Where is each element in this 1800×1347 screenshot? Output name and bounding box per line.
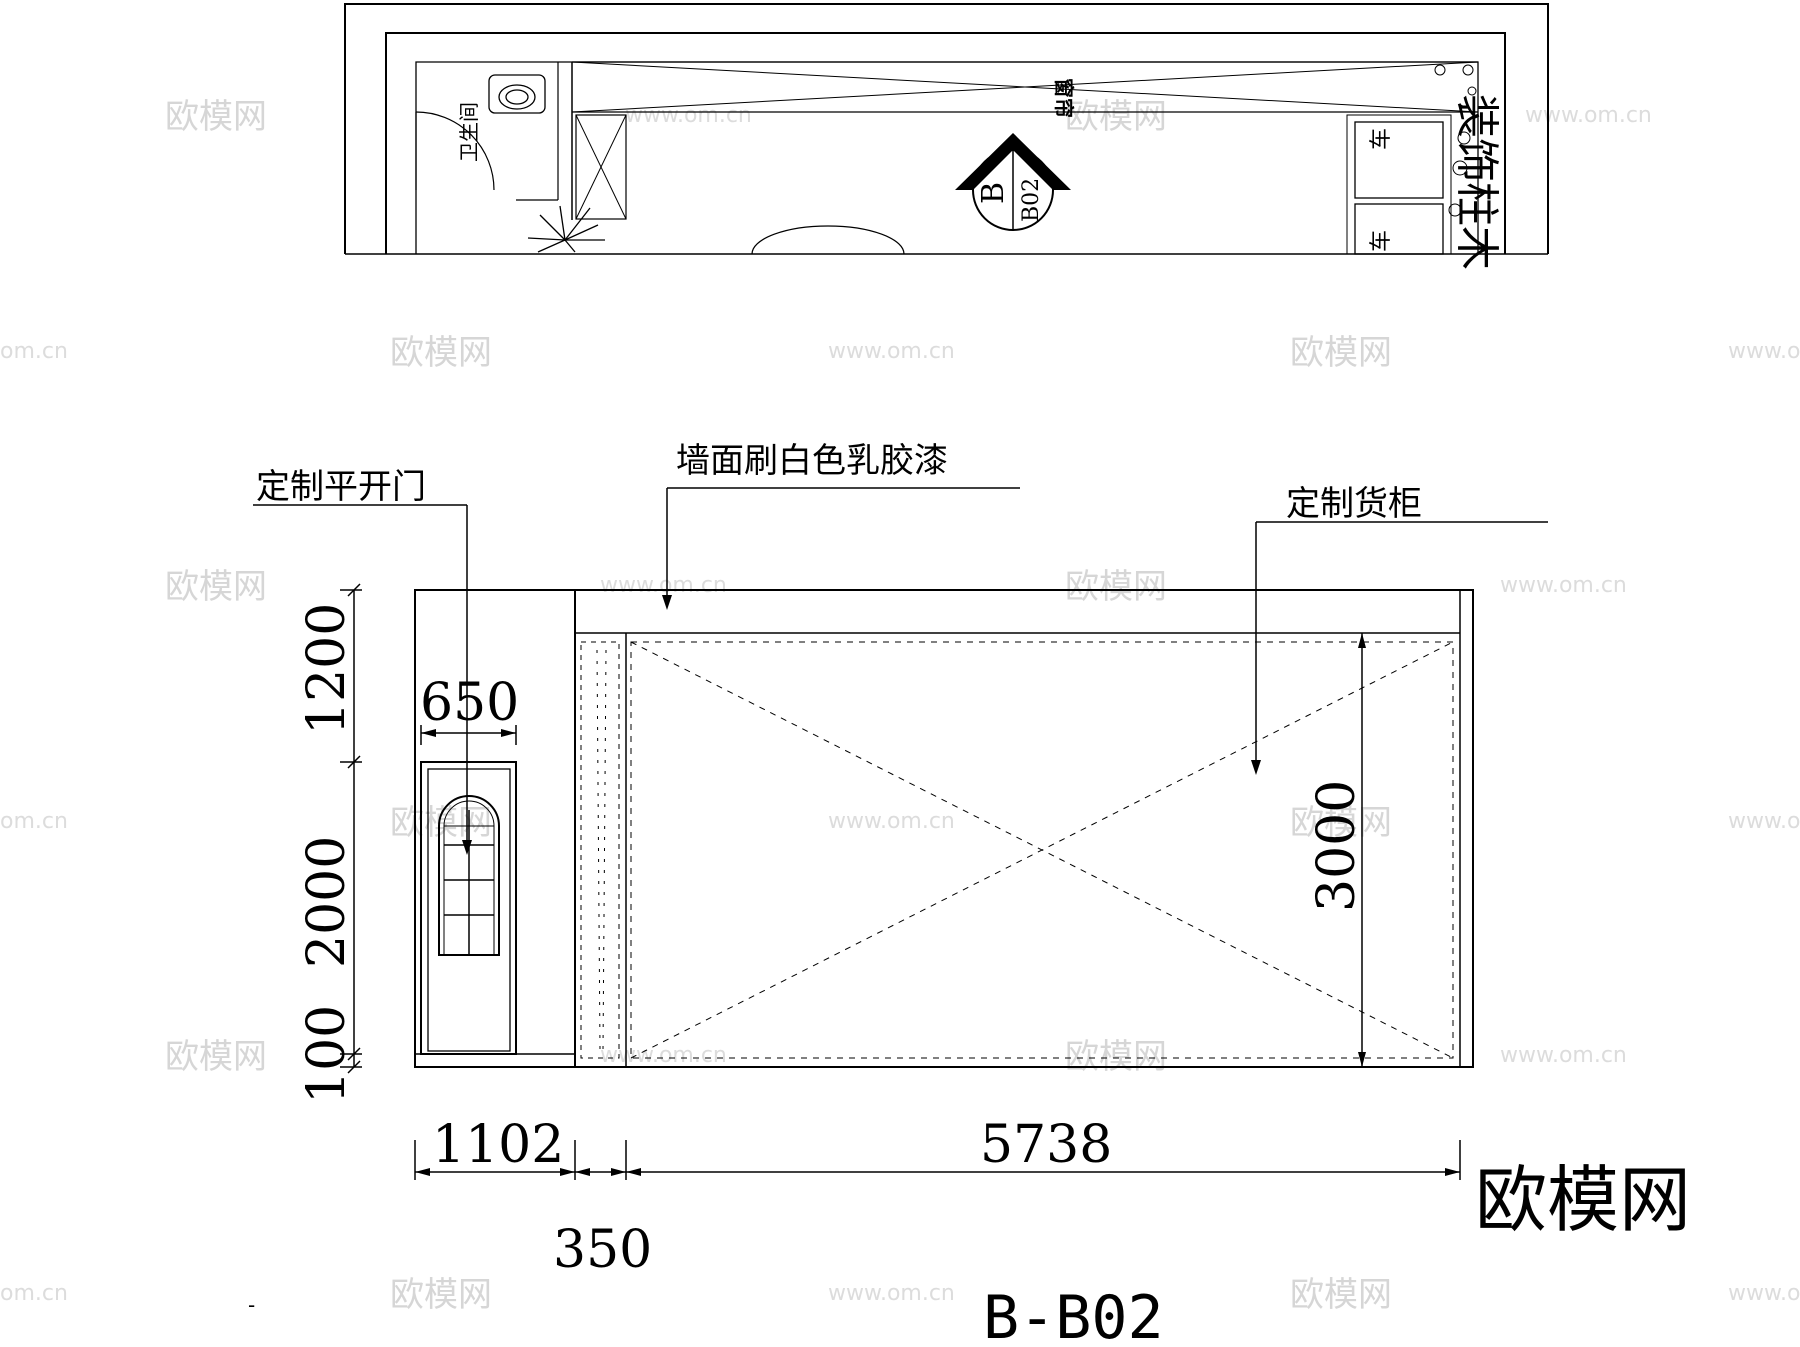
watermark-brand: 欧模网 <box>1290 1275 1392 1315</box>
strip-panel <box>580 641 620 1059</box>
watermark-brand: 欧模网 <box>1065 97 1167 137</box>
decor-dot <box>1467 86 1477 96</box>
plan-inner-wall <box>385 32 1506 254</box>
car-cabinet-frame <box>1346 114 1452 255</box>
decor-dot <box>1452 160 1468 176</box>
dimension-horizontal <box>414 1140 1461 1180</box>
plan-column <box>575 114 627 220</box>
watermark-brand: 欧模网 <box>1290 333 1392 373</box>
decor-dot <box>1434 64 1446 76</box>
dim-arrow-icon <box>575 1168 590 1176</box>
dim-arrow-icon <box>560 1168 575 1176</box>
watermark-brand: 欧模网 <box>1065 1037 1167 1077</box>
leader-arrow-icon <box>1251 760 1261 775</box>
curtain-label: 窗帘 <box>1052 78 1076 118</box>
plan-interior-line <box>415 61 1479 254</box>
dimension-door-width <box>420 725 517 745</box>
corner-watermark: 欧模网 <box>1475 1158 1691 1242</box>
watermark-url: om.cn <box>0 1281 68 1306</box>
watermark-layer: 欧模网 www.om.cn 欧模网 www.om.cn om.cn 欧模网 ww… <box>0 97 1800 1315</box>
callout-wall-paint: 墙面刷白色乳胶漆 <box>676 441 948 481</box>
dim-arrow-icon <box>1358 1052 1366 1067</box>
watermark-brand: 欧模网 <box>165 1037 267 1077</box>
car-cabinet-1 <box>1354 121 1444 199</box>
dim-arrow-icon <box>501 729 516 737</box>
dim-label-5738: 5738 <box>980 1115 1112 1175</box>
watermark-url: www.om.cn <box>1500 1043 1627 1068</box>
dim-label-1200: 1200 <box>297 603 357 735</box>
elevation-view <box>253 487 1548 1180</box>
watermark-brand: 欧模网 <box>165 97 267 137</box>
callout-door: 定制平开门 <box>256 467 426 507</box>
plan-outer-wall <box>344 3 1549 254</box>
watermark-url: www.om.cn <box>1728 1281 1800 1306</box>
watermark-url: om.cn <box>0 339 68 364</box>
dim-label-1102: 1102 <box>432 1115 564 1175</box>
watermark-url: om.cn <box>0 809 68 834</box>
plant-icon <box>527 205 605 253</box>
custom-cabinet <box>630 641 1454 1059</box>
tick-mark: - <box>248 1293 255 1317</box>
custom-door <box>420 761 517 1055</box>
watermark-url: www.om.cn <box>828 809 955 834</box>
watermark-url: www.om.cn <box>828 1281 955 1306</box>
dim-arrow-icon <box>1445 1168 1460 1176</box>
room-label-bathroom: 卫生间 <box>457 102 481 162</box>
watermark-url: www.om.cn <box>600 573 727 598</box>
elevation-marker <box>955 133 1071 231</box>
strip-grain <box>602 649 607 1051</box>
dim-arrow-icon <box>421 729 436 737</box>
drawing-title: B-B02 <box>983 1283 1164 1347</box>
decor-dot <box>1448 203 1462 217</box>
wall-outline <box>414 589 1474 1068</box>
watermark-brand: 欧模网 <box>390 803 492 843</box>
leader-arrow-icon <box>462 840 472 855</box>
strip-grain <box>596 649 601 1051</box>
decor-column-label: 装饰柱木 <box>1451 94 1502 270</box>
dim-label-3000: 3000 <box>1307 780 1367 912</box>
curtain-cross-b <box>571 61 1479 113</box>
dim-label-650: 650 <box>420 673 519 733</box>
dim-arrow-icon <box>1358 633 1366 648</box>
watermark-brand: 欧模网 <box>390 1275 492 1315</box>
door-arched-window-inner <box>443 800 495 956</box>
dim-arrow-icon <box>415 1168 430 1176</box>
dim-arrow-icon <box>626 1168 641 1176</box>
cabinet-cross-b <box>630 641 1454 1059</box>
watermark-brand: 欧模网 <box>1290 803 1392 843</box>
dim-label-2000: 2000 <box>297 836 357 968</box>
marker-arrow-icon <box>955 133 1071 190</box>
watermark-url: www.om.cn <box>1525 103 1652 128</box>
plan-column-cross-b <box>575 114 627 220</box>
decor-dot <box>1457 131 1471 145</box>
watermark-brand: 欧模网 <box>1065 567 1167 607</box>
floor-plan <box>344 3 1549 255</box>
bathroom-door-swing <box>415 111 495 191</box>
watermark-url: www.om.cn <box>625 103 752 128</box>
round-table <box>751 225 905 255</box>
watermark-brand: 欧模网 <box>390 333 492 373</box>
door-arched-window <box>438 795 500 956</box>
car-label-2: 车 <box>1369 230 1394 252</box>
toilet-icon <box>488 74 546 114</box>
marker-ref: B02 <box>1019 178 1044 222</box>
leader-lines <box>253 487 1548 848</box>
dimension-vertical <box>340 583 362 1074</box>
dim-arrow-icon <box>611 1168 626 1176</box>
dim-label-350: 350 <box>553 1220 652 1280</box>
watermark-url: www.om.cn <box>1728 809 1800 834</box>
marker-letter: B <box>976 182 1011 204</box>
watermark-url: www.om.cn <box>1500 573 1627 598</box>
decor-dot <box>1462 64 1474 76</box>
watermark-url: www.om.cn <box>828 339 955 364</box>
callout-cabinet: 定制货柜 <box>1286 484 1422 524</box>
watermark-url: www.om.cn <box>1728 339 1800 364</box>
dim-label-100: 100 <box>297 1005 357 1104</box>
car-label-1: 车 <box>1369 128 1394 150</box>
watermark-brand: 欧模网 <box>165 567 267 607</box>
watermark-url: www.om.cn <box>600 1043 727 1068</box>
leader-arrow-icon <box>662 595 672 610</box>
